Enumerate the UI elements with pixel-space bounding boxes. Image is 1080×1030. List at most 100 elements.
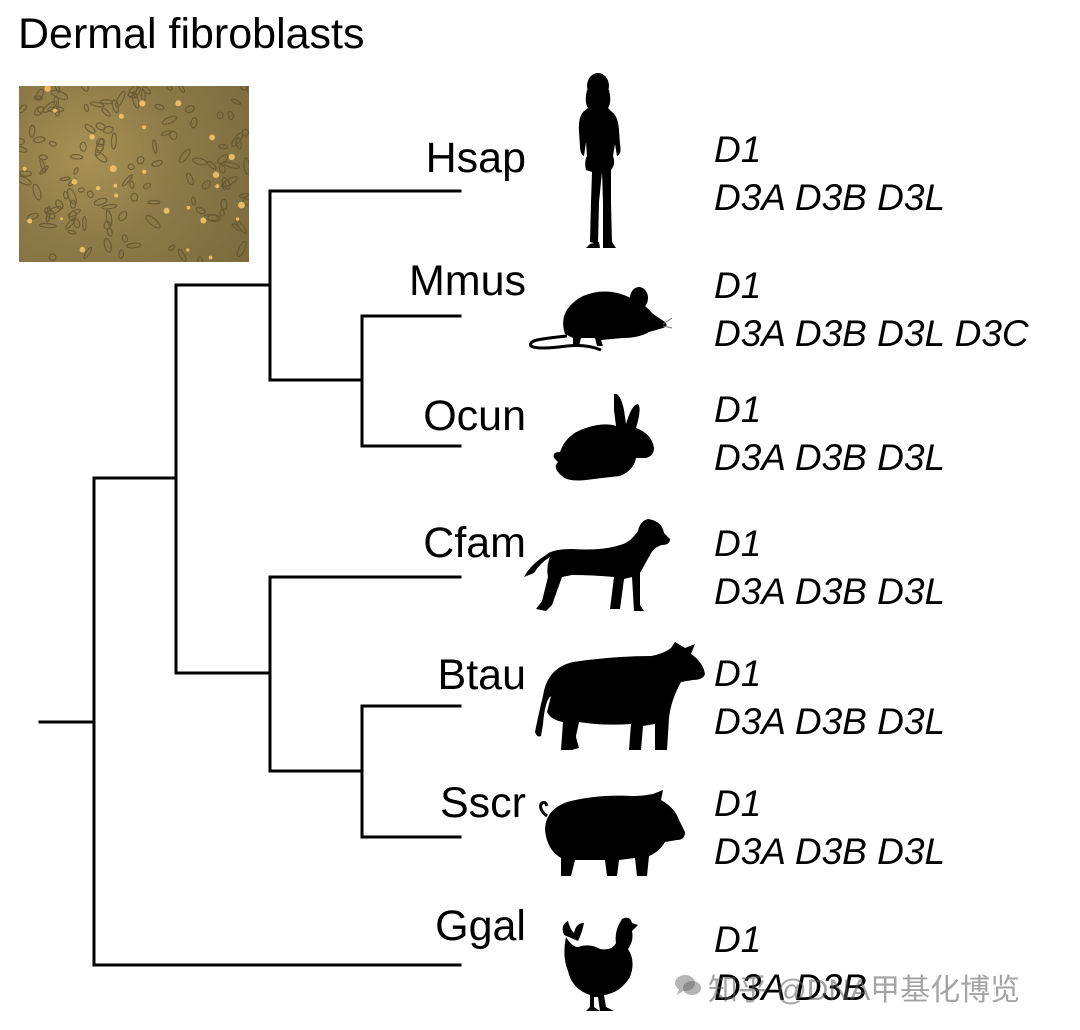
cell-shape [160,130,172,137]
cell-shape [36,105,45,114]
cell-shape [19,170,32,177]
chicken-silhouette [562,917,638,1011]
cell-shape [192,157,208,166]
cow-silhouette [535,642,705,750]
cell-shape [241,128,249,137]
mouse-silhouette [529,287,672,352]
species-label-hsap: Hsap [425,134,526,182]
cell-shape [236,240,247,258]
cell-shape [220,198,228,210]
species-label-ggal: Ggal [435,902,526,950]
bright-cell [22,166,27,171]
bright-cell [114,193,119,198]
cell-shape [19,175,32,186]
bright-cell [209,134,216,141]
cell-shape [35,88,44,101]
cell-shape [38,154,48,161]
cell-shape [84,123,96,134]
cell-shape [79,141,87,152]
gene-list-hsap: D1 D3A D3B D3L [714,126,945,222]
cell-shape [38,222,57,229]
cell-shape [33,95,43,101]
bright-cell [71,178,78,185]
bright-cell [118,113,124,119]
cell-shape [28,124,36,138]
cell-shape [190,196,197,206]
cell-shape [203,214,219,221]
cell-shape [197,256,204,262]
cell-shape [177,248,187,262]
species-label-btau: Btau [437,651,526,699]
gene-list-cfam: D1 D3A D3B D3L [714,520,945,616]
cell-shape [217,154,229,165]
bright-cell [89,134,95,140]
gene-list-btau: D1 D3A D3B D3L [714,650,945,746]
rabbit-silhouette [553,393,654,481]
cell-shape [185,172,194,186]
cell-shape [230,98,242,106]
bright-cell [163,207,170,214]
cell-shape [216,111,224,120]
cell-shape [55,199,64,210]
bright-cell [95,185,101,191]
cell-shape [195,206,206,215]
pig-silhouette [539,790,685,876]
gene-list-mmus: D1 D3A D3B D3L D3C [714,262,1029,358]
cell-shape [151,159,163,167]
cell-shape [221,177,231,190]
cell-shape [110,132,117,150]
cell-shape [235,137,242,150]
cell-shape [65,217,77,230]
bright-cell [175,100,182,107]
cell-shape [59,176,71,182]
cell-shape [222,181,228,191]
cell-shape [178,86,186,93]
wechat-icon [675,975,701,995]
cell-shape [67,229,77,235]
cell-shape [69,153,84,160]
cell-shape [190,117,198,129]
cell-shape [184,105,195,114]
species-label-ocun: Ocun [423,392,526,440]
cell-shape [19,145,28,153]
cell-shape [73,167,79,175]
cell-shape [178,148,191,164]
micrograph-image [19,86,249,262]
cell-shape [131,91,140,109]
cell-shape [152,139,158,155]
cell-shape [242,198,249,206]
cell-shape [121,174,133,187]
cell-shape [218,163,226,174]
cell-shape [143,182,151,190]
cell-shape [121,234,129,243]
cell-shape [129,180,135,189]
cell-shape [145,214,161,229]
cell-shape [115,90,126,108]
figure-title: Dermal fibroblasts [18,10,365,58]
gene-line: D3A D3B D3L [714,701,946,742]
cell-shape [26,212,39,221]
cell-shape [118,249,125,259]
cell-shape [167,244,176,251]
bright-cell [139,100,146,107]
cell-shape [147,200,161,205]
cell-shape [227,110,234,121]
gene-line: D1 [714,783,762,824]
human-silhouette [578,73,621,248]
cell-shape [105,209,113,227]
bright-cell [113,183,118,188]
cell-shape [141,86,152,95]
cell-shape [83,246,93,260]
cell-shape [83,103,90,112]
cell-shape [206,160,217,170]
cell-shape [102,125,114,134]
cell-shape [19,104,28,114]
bright-cell [212,171,220,178]
gene-list-ggal: D1 D3A D3B [714,916,867,1012]
gene-line: D1 [714,919,762,960]
cell-shape [101,107,111,117]
bright-cell [228,153,235,161]
cell-shape [93,197,108,206]
bright-cell [60,217,63,221]
